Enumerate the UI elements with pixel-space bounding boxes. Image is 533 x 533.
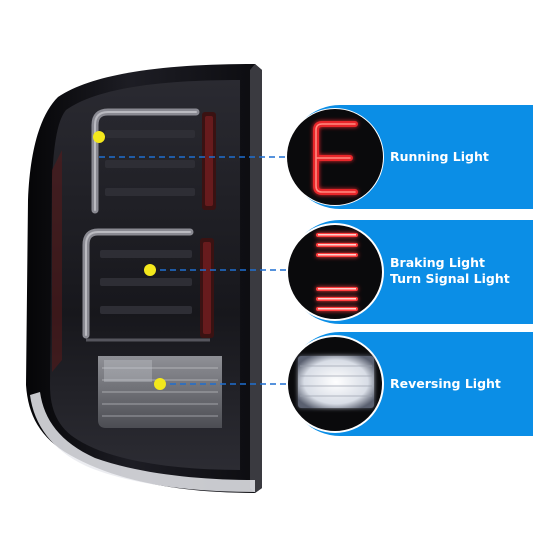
marker-braking [144, 264, 156, 276]
callout-label-braking: Braking Light Turn Signal Light [390, 255, 510, 287]
callout-image-braking [286, 223, 384, 321]
callout-label-running-line-1: Running Light [390, 149, 489, 164]
leader-lines [99, 156, 288, 385]
callout-label-braking-line-2: Turn Signal Light [390, 271, 510, 286]
callout-label-reversing-line-1: Reversing Light [390, 376, 501, 391]
markers [93, 131, 166, 390]
marker-reversing [154, 378, 166, 390]
callout-label-running: Running Light [390, 149, 489, 165]
callout-label-reversing: Reversing Light [390, 376, 501, 392]
callout-image-running [286, 108, 384, 206]
light-guide-upper [91, 108, 216, 214]
callout-label-braking-line-1: Braking Light [390, 255, 485, 270]
light-guide-middle [82, 228, 214, 342]
marker-running [93, 131, 105, 143]
callout-image-reversing [286, 335, 384, 433]
reversing-lens [98, 356, 222, 428]
